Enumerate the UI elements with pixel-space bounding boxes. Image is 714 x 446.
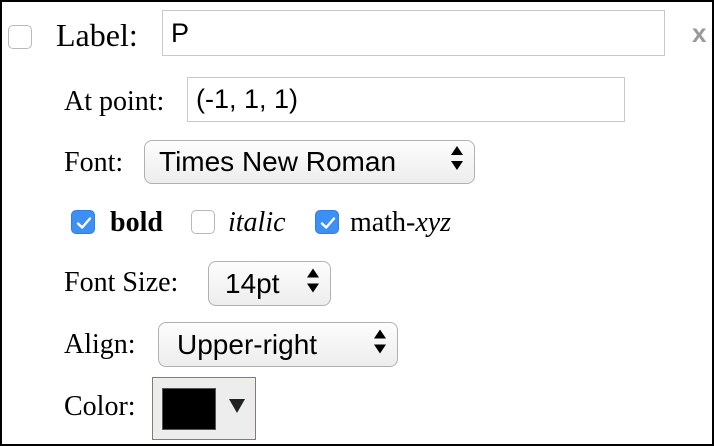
at-point-label: At point: bbox=[64, 86, 165, 117]
label-enabled-checkbox[interactable] bbox=[8, 25, 32, 49]
up-down-arrows-icon bbox=[373, 323, 387, 366]
math-suffix: xyz bbox=[415, 207, 452, 238]
up-down-arrows-icon bbox=[306, 262, 320, 305]
math-xyz-label: math-xyz bbox=[350, 207, 451, 239]
align-select[interactable]: Upper-right bbox=[158, 322, 398, 367]
align-select-value: Upper-right bbox=[177, 329, 318, 360]
font-size-select-value: 14pt bbox=[225, 268, 280, 299]
up-down-arrows-icon bbox=[450, 141, 464, 183]
math-prefix: math- bbox=[350, 207, 416, 238]
bold-checkbox[interactable] bbox=[71, 210, 95, 234]
color-label: Color: bbox=[64, 391, 136, 422]
label-caption: Label: bbox=[56, 17, 138, 53]
at-point-input[interactable]: (-1, 1, 1) bbox=[187, 77, 625, 122]
label-text-input[interactable]: P bbox=[162, 10, 665, 56]
checkmark-icon bbox=[320, 217, 336, 229]
color-picker-button[interactable] bbox=[152, 377, 256, 440]
color-swatch bbox=[162, 388, 216, 430]
font-size-label: Font Size: bbox=[64, 267, 179, 298]
bold-label: bold bbox=[110, 207, 163, 238]
italic-checkbox[interactable] bbox=[191, 210, 215, 234]
close-button[interactable]: x bbox=[692, 18, 707, 48]
align-label: Align: bbox=[64, 329, 136, 360]
font-select-value: Times New Roman bbox=[159, 146, 397, 177]
font-size-select[interactable]: 14pt bbox=[208, 261, 331, 306]
checkmark-icon bbox=[76, 217, 92, 229]
font-label: Font: bbox=[64, 147, 124, 178]
triangle-down-icon bbox=[228, 398, 246, 419]
math-xyz-checkbox[interactable] bbox=[315, 210, 339, 234]
font-select[interactable]: Times New Roman bbox=[144, 140, 475, 184]
italic-label: italic bbox=[228, 207, 286, 238]
